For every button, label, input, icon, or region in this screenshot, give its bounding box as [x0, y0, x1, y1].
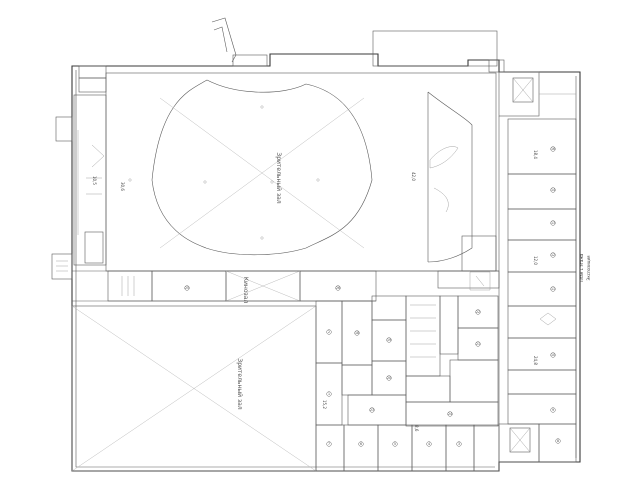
- room-marker: 23: [369, 407, 375, 413]
- area-label: 42,0: [411, 172, 416, 181]
- area-label: 10,5: [92, 176, 97, 185]
- area-label: 18,4: [533, 150, 538, 159]
- room-marker: 13: [550, 220, 556, 226]
- plan-caption-line1: План 1 этажа: [579, 253, 584, 282]
- room-marker: 26: [335, 285, 341, 291]
- svg-text:7: 7: [328, 442, 330, 446]
- area-label: 8,6: [414, 425, 419, 432]
- svg-text:9: 9: [552, 408, 554, 412]
- right-rooms: [498, 71, 577, 463]
- room-marker: 25: [184, 285, 190, 291]
- svg-text:26: 26: [336, 286, 340, 290]
- svg-text:16: 16: [551, 147, 555, 151]
- svg-text:5: 5: [394, 442, 396, 446]
- room-marker: 20: [386, 375, 392, 381]
- room-marker: 10: [550, 352, 556, 358]
- svg-text:1: 1: [328, 392, 330, 396]
- svg-text:18: 18: [355, 331, 359, 335]
- svg-text:4: 4: [428, 442, 430, 446]
- upper-hall-label: Зрительный зал: [275, 152, 282, 203]
- lower-hall-label: Зрительный зал: [236, 358, 243, 409]
- room-marker: 2: [326, 329, 332, 335]
- svg-text:11: 11: [551, 287, 555, 291]
- room-marker: 11: [550, 286, 556, 292]
- upper-hall: [105, 72, 497, 272]
- room-marker: 4: [426, 441, 432, 447]
- area-labels: 30,6 18,4 12,0 24,8 15,2 8,6 42,0 10,5: [92, 150, 538, 432]
- room-marker: 19: [386, 337, 392, 343]
- lower-right-rooms: [315, 271, 500, 472]
- svg-text:25: 25: [185, 286, 189, 290]
- svg-text:13: 13: [551, 221, 555, 225]
- room-marker: 21: [475, 341, 481, 347]
- svg-text:22: 22: [476, 310, 480, 314]
- svg-text:8: 8: [557, 439, 559, 443]
- svg-text:10: 10: [551, 353, 555, 357]
- room-marker: 5: [392, 441, 398, 447]
- area-label: 12,0: [533, 256, 538, 265]
- svg-text:21: 21: [476, 342, 480, 346]
- svg-text:14: 14: [551, 188, 555, 192]
- room-markers: 16 14 13 12 11 10 9 8 7 6 5 4 3 2 1 18 1…: [184, 146, 561, 447]
- svg-text:20: 20: [387, 376, 391, 380]
- room-marker: 16: [550, 146, 556, 152]
- room-marker: 22: [475, 309, 481, 315]
- room-marker: 18: [354, 330, 360, 336]
- middle-strip: [72, 235, 500, 302]
- svg-text:23: 23: [370, 408, 374, 412]
- room-marker: 8: [555, 438, 561, 444]
- area-label: 30,6: [120, 182, 125, 191]
- area-label: 15,2: [322, 400, 327, 409]
- svg-text:19: 19: [387, 338, 391, 342]
- svg-text:12: 12: [551, 253, 555, 257]
- left-annex: [51, 65, 107, 280]
- room-marker: 12: [550, 252, 556, 258]
- svg-text:3: 3: [458, 442, 460, 446]
- svg-text:24: 24: [448, 412, 452, 416]
- room-marker: 14: [550, 187, 556, 193]
- room-marker: 24: [447, 411, 453, 417]
- svg-text:6: 6: [360, 442, 362, 446]
- side-room-label: Кинозал: [242, 277, 249, 304]
- room-marker: 1: [326, 391, 332, 397]
- room-marker: 6: [358, 441, 364, 447]
- area-label: 24,8: [533, 356, 538, 365]
- lower-hall: [71, 305, 317, 472]
- room-marker: 7: [326, 441, 332, 447]
- room-marker: 3: [456, 441, 462, 447]
- plan-caption-line2: Экспозиция: [586, 255, 591, 281]
- svg-text:2: 2: [328, 330, 330, 334]
- room-marker: 9: [550, 407, 556, 413]
